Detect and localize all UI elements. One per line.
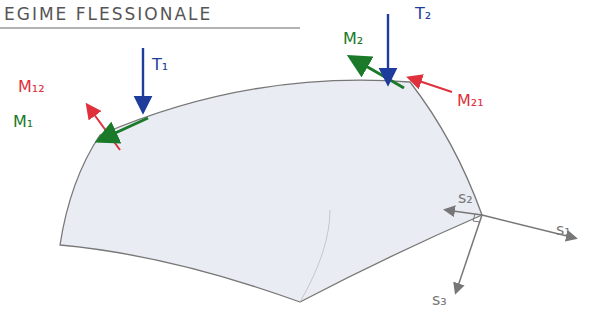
bending-moment-arrow xyxy=(100,118,148,140)
force-label: T₁ xyxy=(152,57,168,73)
shear-arrow xyxy=(387,14,389,82)
moment-label: M₂ xyxy=(343,31,363,47)
shell-shading xyxy=(300,210,330,302)
title-underline xyxy=(0,27,300,28)
axis-arrow xyxy=(482,215,575,238)
axis-label: s₂ xyxy=(458,190,473,206)
axis-arrow xyxy=(456,215,482,292)
axis-label: s₃ xyxy=(432,292,447,308)
force-label: T₂ xyxy=(415,6,431,22)
moment-label: M₂₁ xyxy=(457,93,484,109)
twist-moment-arrow xyxy=(410,78,452,92)
axis-label: s₁ xyxy=(556,222,571,238)
axis-arrow xyxy=(446,210,482,215)
diagram-title: EGIME FLESSIONALE xyxy=(4,6,212,23)
twist-moment-arrow xyxy=(88,106,120,150)
moment-label: M₁ xyxy=(13,114,33,130)
shell-surface xyxy=(60,80,482,302)
moment-label: M₁₂ xyxy=(18,79,45,95)
shear-arrow xyxy=(142,48,144,110)
bending-moment-arrow xyxy=(352,58,404,88)
right-angle-mark xyxy=(473,214,480,222)
